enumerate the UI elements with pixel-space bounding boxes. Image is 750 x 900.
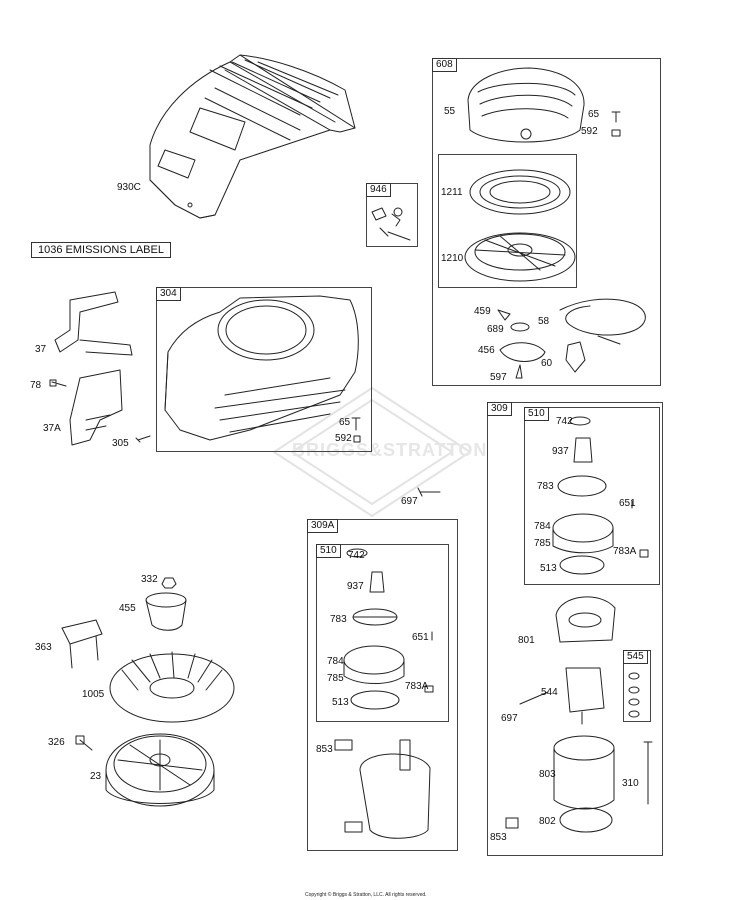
part-937-b: 937 (347, 581, 364, 592)
part-651-a: 651 (619, 498, 636, 509)
copyright-notice: Copyright © Briggs & Stratton, LLC. All … (305, 892, 427, 898)
part-592-a: 592 (581, 126, 598, 137)
nut-332 (161, 577, 177, 589)
watermark-text: BRIGGS&STRATTON (292, 440, 488, 460)
part-23: 23 (90, 771, 102, 782)
part-784-a: 784 (534, 521, 551, 532)
group-tag-608: 608 (432, 58, 457, 72)
group-tag-510-a: 510 (524, 407, 549, 421)
group-tag-510-b: 510 (316, 544, 341, 558)
part-513-b: 513 (332, 697, 349, 708)
flywheel-23 (105, 733, 215, 807)
bolt-697a (417, 487, 441, 497)
part-697-a: 697 (401, 496, 418, 507)
part-783-b: 783 (330, 614, 347, 625)
part-697-b: 697 (501, 713, 518, 724)
part-937-a: 937 (552, 446, 569, 457)
part-78: 78 (30, 380, 42, 391)
group-box-608-inner (438, 154, 577, 288)
part-783a-b: 783A (405, 681, 429, 692)
part-332: 332 (141, 574, 158, 585)
part-689: 689 (487, 324, 504, 335)
bolt-set-946 (371, 207, 411, 241)
group-tag-946: 946 (366, 183, 391, 197)
part-801: 801 (518, 635, 535, 646)
group-tag-545: 545 (623, 650, 648, 664)
part-544: 544 (541, 687, 558, 698)
blower-housing-304 (164, 295, 359, 441)
group-box-510-a (524, 407, 660, 585)
part-58: 58 (538, 316, 550, 327)
group-box-946 (366, 183, 418, 247)
air-guide-37a (69, 369, 123, 446)
blower-housing-cover-930c (149, 54, 356, 219)
rewind-starter-assembly-608 (464, 67, 646, 379)
part-305: 305 (112, 438, 129, 449)
part-783a-a: 783A (613, 546, 637, 557)
part-651-b: 651 (412, 632, 429, 643)
group-tag-309: 309 (487, 402, 512, 416)
air-guide-baffle-37 (54, 291, 133, 356)
group-box-309 (487, 402, 663, 856)
part-783-a: 783 (537, 481, 554, 492)
briggs-logo-watermark (273, 387, 471, 517)
part-853-b: 853 (316, 744, 333, 755)
part-513-a: 513 (540, 563, 557, 574)
part-785-b: 785 (327, 673, 344, 684)
fan-1005 (109, 651, 235, 723)
part-1210: 1210 (441, 253, 464, 264)
part-455: 455 (119, 603, 136, 614)
part-742-b: 742 (348, 550, 365, 561)
group-box-608 (432, 58, 661, 386)
screw-65b (351, 417, 361, 443)
part-784-b: 784 (327, 656, 344, 667)
part-65-b: 65 (339, 417, 351, 428)
part-55: 55 (444, 106, 456, 117)
part-592-b: 592 (335, 433, 352, 444)
part-802: 802 (539, 816, 556, 827)
part-310: 310 (622, 778, 639, 789)
bracket-363 (61, 619, 103, 669)
emissions-label-box: 1036 EMISSIONS LABEL (31, 242, 171, 258)
part-930c: 930C (117, 182, 141, 193)
part-65-a: 65 (588, 109, 600, 120)
part-742-a: 742 (556, 416, 573, 427)
part-803: 803 (539, 769, 556, 780)
cup-455 (145, 592, 187, 631)
group-box-304 (156, 287, 372, 452)
screw-326 (75, 735, 93, 751)
part-1211: 1211 (441, 187, 463, 198)
part-785-a: 785 (534, 538, 551, 549)
part-853-a: 853 (490, 832, 507, 843)
part-597: 597 (490, 372, 507, 383)
part-459: 459 (474, 306, 491, 317)
group-tag-309a: 309A (307, 519, 339, 533)
screw-305 (135, 435, 151, 443)
starter-parts-309a (334, 548, 434, 839)
starter-parts-309 (505, 416, 653, 833)
part-1005: 1005 (82, 689, 105, 700)
group-box-309a (307, 519, 458, 851)
part-456: 456 (478, 345, 495, 356)
part-37: 37 (35, 344, 47, 355)
part-37a: 37A (43, 423, 61, 434)
part-363: 363 (35, 642, 52, 653)
group-tag-304: 304 (156, 287, 181, 301)
screw-78 (49, 379, 67, 387)
part-326: 326 (48, 737, 65, 748)
group-box-510-b (316, 544, 449, 722)
part-60: 60 (541, 358, 553, 369)
